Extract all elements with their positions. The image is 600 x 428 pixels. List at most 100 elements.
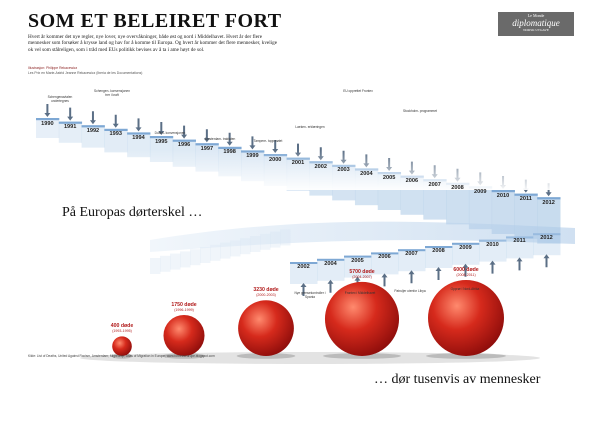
- stair-edge: [218, 146, 242, 149]
- year-label-lower: 2006: [378, 254, 391, 261]
- year-label-upper: 2010: [496, 192, 510, 199]
- down-arrow-icon: [181, 125, 188, 139]
- death-circle: [163, 314, 205, 356]
- year-label-upper: 1993: [109, 131, 122, 138]
- stair-edge: [149, 136, 174, 139]
- stair-step-faint: [200, 247, 211, 263]
- year-label-upper: 1999: [246, 152, 259, 159]
- logo-bottom-text: NORSK UTGAVE: [523, 28, 549, 32]
- year-label-upper: 1995: [155, 138, 168, 145]
- stair-step: [36, 118, 60, 138]
- stair-edge: [344, 255, 372, 258]
- stair-step-faint: [220, 242, 231, 259]
- up-arrow-icon: [435, 267, 442, 280]
- stair-step: [491, 190, 515, 234]
- up-arrow-icon: [300, 283, 307, 296]
- stair-edge: [425, 246, 453, 248]
- year-label-upper: 2001: [291, 160, 305, 167]
- up-arrow-icon: [462, 263, 469, 277]
- year-label-lower: 2008: [432, 248, 445, 254]
- year-label-lower: 2012: [540, 235, 553, 242]
- annotation-upper: EU opprettet Frontex: [343, 89, 373, 93]
- stair-edge: [398, 249, 426, 252]
- year-label-upper: 1997: [200, 145, 214, 152]
- death-circles: [111, 280, 506, 359]
- stair-step: [479, 239, 507, 262]
- year-label-upper: 1990: [41, 120, 54, 127]
- stair-edge: [452, 242, 480, 245]
- annotation-upper: Tampere- toppmøtet: [253, 139, 283, 143]
- year-label-upper: 1998: [223, 149, 236, 156]
- year-label-upper: 2004: [360, 170, 373, 177]
- credit-subline: Les Prix en Marie-Astrid Jeanne Rekacewi…: [28, 71, 143, 75]
- year-label-upper: 2007: [428, 181, 441, 188]
- death-circle: [238, 300, 294, 357]
- lower-staircase: [150, 229, 561, 296]
- up-arrow-icon: [516, 257, 523, 271]
- stair-step-faint: [170, 253, 181, 270]
- annotation-upper: Dublin- konvensjonen: [154, 131, 186, 135]
- logo-main-text: diplomatique: [512, 18, 560, 28]
- year-label-upper: 2011: [519, 196, 532, 203]
- caption-bottom: … dør tusenvis av mennesker: [374, 372, 541, 387]
- up-arrow-icon: [327, 279, 334, 293]
- year-label-upper: 2006: [405, 178, 419, 185]
- death-count-label: 5700 døde(2004-2007): [332, 269, 392, 279]
- down-arrow-icon: [67, 107, 74, 121]
- stair-edge: [317, 258, 345, 261]
- year-label-lower: 2007: [405, 251, 418, 258]
- stair-step: [446, 182, 470, 225]
- death-period: (1993-1995): [112, 329, 132, 334]
- circle-shadow: [111, 353, 133, 359]
- stair-step: [58, 121, 83, 143]
- stair-step: [344, 255, 372, 278]
- publisher-logo: Le Monde diplomatique NORSK UTGAVE: [498, 12, 574, 36]
- year-label-lower: 2010: [486, 241, 499, 248]
- caption-top: På Europas dørterskel …: [62, 205, 203, 220]
- death-count-label: 1750 døde(1996-1999): [154, 302, 214, 312]
- death-count: 1750 døde: [171, 301, 197, 308]
- down-arrow-icon: [272, 140, 279, 153]
- death-circle: [112, 336, 132, 356]
- death-count: 400 døde: [110, 323, 134, 330]
- stair-edge: [371, 252, 399, 255]
- death-period: (2000-2003): [256, 293, 276, 298]
- stair-edge: [127, 132, 151, 135]
- down-arrow-icon: [203, 129, 210, 143]
- down-arrow-icon: [158, 122, 165, 135]
- death-count-label: 6000 døde(2008-2011): [436, 267, 496, 277]
- stair-step: [81, 125, 105, 148]
- down-arrow-icon: [44, 104, 51, 117]
- stair-step-faint: [230, 240, 241, 257]
- stair-step: [317, 258, 345, 281]
- stair-step: [104, 128, 128, 153]
- stair-edge: [104, 128, 128, 131]
- stair-step: [398, 249, 426, 272]
- annotation-lower: Patruljer utenfor Libya: [394, 289, 426, 293]
- year-label-upper: 1991: [63, 124, 77, 131]
- stair-edge: [195, 143, 219, 146]
- credit-line: Illustrasjon: Philippe Rekacewicz: [28, 66, 78, 70]
- stair-step: [452, 242, 480, 265]
- stair-step: [371, 252, 399, 275]
- death-count-label: 400 døde(1993-1995): [92, 323, 152, 333]
- stair-edge: [514, 193, 538, 196]
- down-arrow-icon: [249, 136, 256, 150]
- annotation-lower: Opprør i Nord-Afrika: [450, 287, 480, 291]
- death-period: (2004-2007): [352, 274, 372, 279]
- death-count: 6000 døde: [453, 267, 479, 273]
- year-label-upper: 2002: [314, 163, 327, 170]
- year-label-lower: 2009: [459, 244, 472, 251]
- stair-step-faint: [240, 238, 251, 255]
- stair-step: [290, 262, 318, 284]
- up-arrow-icon: [381, 273, 388, 287]
- stair-step: [425, 246, 453, 268]
- down-arrow-icon: [112, 114, 119, 128]
- death-circle: [324, 281, 400, 356]
- year-label-lower: 2004: [324, 260, 337, 267]
- annotation-lower: Nye grensekontroller i Spania: [294, 291, 326, 299]
- stair-edge: [36, 118, 60, 121]
- page-title: SOM ET BELEIRET FORT: [28, 10, 282, 32]
